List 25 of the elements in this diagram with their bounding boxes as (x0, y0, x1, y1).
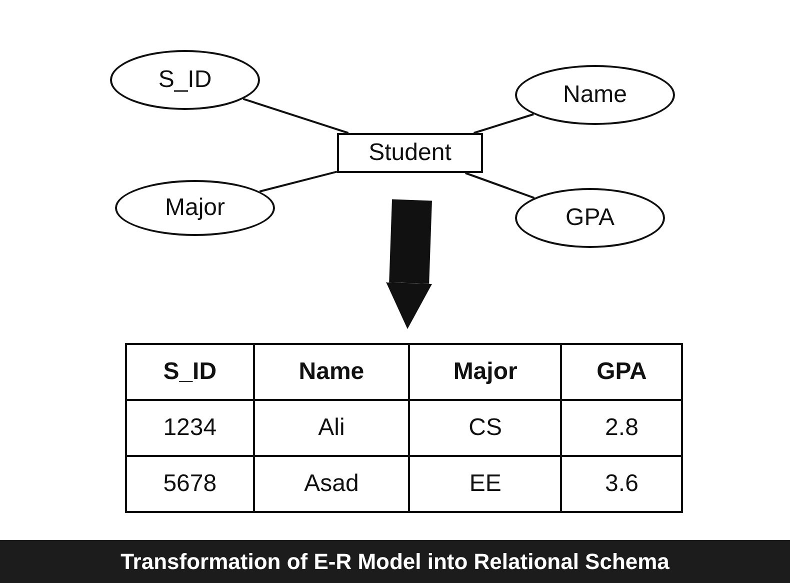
column-header: S_ID (163, 358, 217, 385)
connector-line (474, 113, 534, 134)
connector-line (259, 170, 338, 192)
connector-line (465, 172, 535, 199)
cell-value: 1234 (163, 414, 217, 441)
column-header: GPA (596, 358, 647, 385)
attribute-name: Name (562, 81, 628, 109)
column-header: Major (453, 358, 518, 385)
cell-value: 3.6 (605, 470, 638, 497)
attribute-name: Major (164, 194, 225, 222)
column-header: Name (298, 358, 364, 385)
attribute-name: S_ID (158, 66, 212, 94)
relational-table (125, 343, 683, 513)
entity-name: Student (368, 139, 452, 167)
entity-box (337, 133, 483, 173)
connector-line (242, 98, 349, 134)
cell-value: 2.8 (605, 414, 638, 441)
cell-value: Ali (318, 414, 345, 441)
cell-value: Asad (304, 470, 359, 497)
cell-value: CS (468, 414, 502, 441)
caption: Transformation of E-R Model into Relational Schema (120, 548, 670, 574)
cell-value: 5678 (163, 470, 217, 497)
cell-value: EE (469, 470, 502, 497)
transformation-arrow (386, 199, 432, 329)
attribute-name: GPA (566, 204, 614, 232)
